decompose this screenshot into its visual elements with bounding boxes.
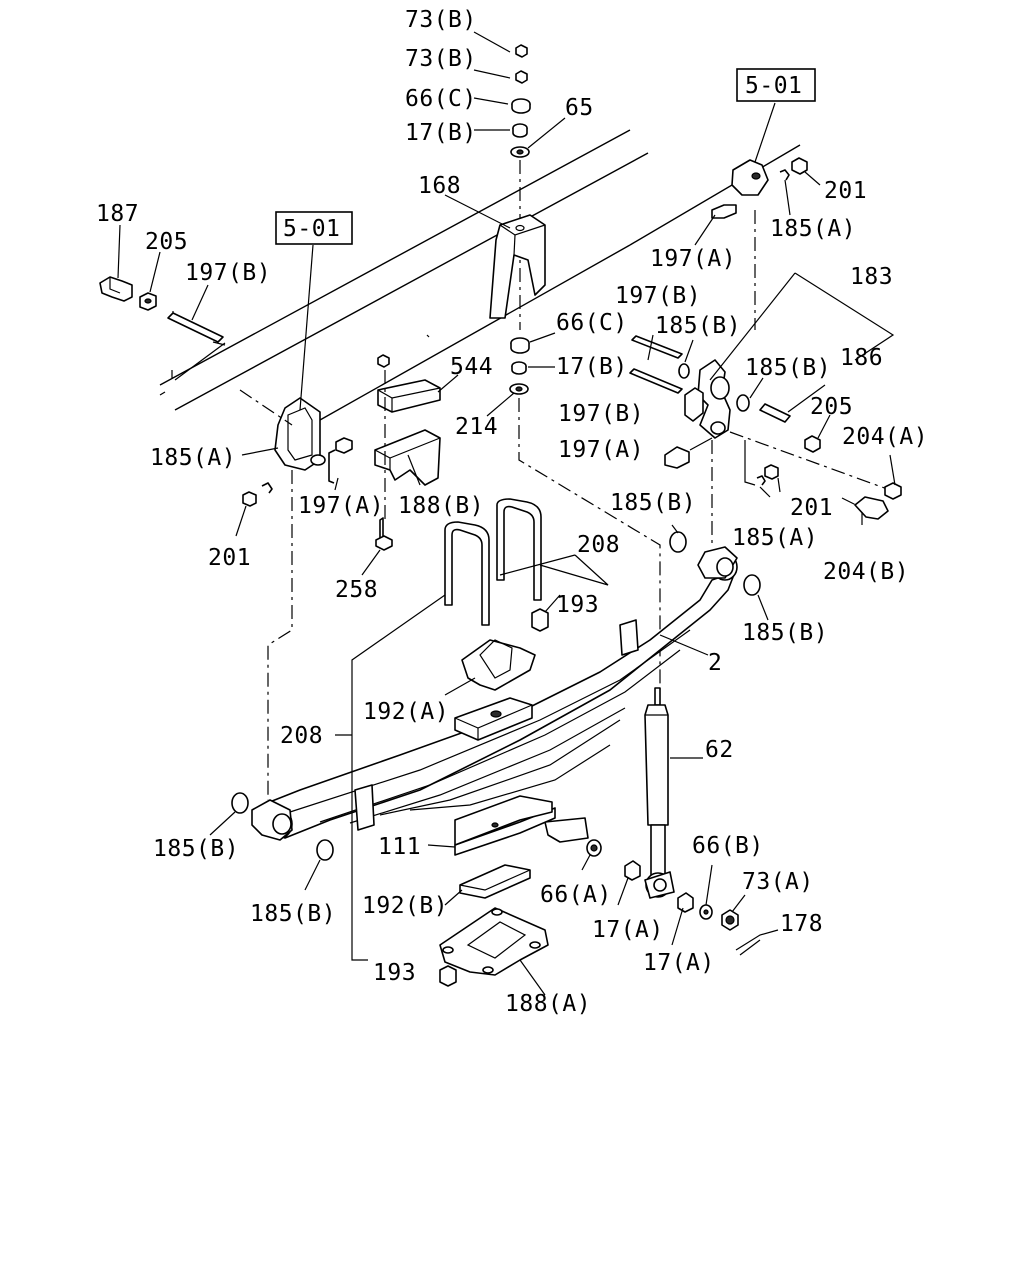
callout-168: 168 [418, 173, 461, 199]
leaf-spring [251, 546, 738, 841]
callout-65: 65 [565, 95, 594, 121]
callout-2: 2 [708, 650, 722, 676]
callout-197b-left: 197(B) [185, 260, 271, 286]
callout-197a-left: 197(A) [298, 493, 384, 519]
callout-62: 62 [705, 737, 734, 763]
callout-193-top: 193 [556, 592, 599, 618]
callout-201-left: 201 [208, 545, 251, 571]
callout-66c-top: 66(C) [405, 86, 477, 112]
callout-185a-left: 185(A) [150, 445, 236, 471]
callout-66b: 66(B) [692, 833, 764, 859]
callout-185b-far: 185(B) [742, 620, 828, 646]
callout-185a-right: 185(A) [732, 525, 818, 551]
callout-178: 178 [780, 911, 823, 937]
callout-17a-right: 17(A) [643, 950, 715, 976]
ref-5-01-left: 5-01 [283, 216, 340, 242]
callout-544: 544 [450, 354, 493, 380]
callout-258: 258 [335, 577, 378, 603]
callout-205-left: 205 [145, 229, 188, 255]
callout-185b-eye: 185(B) [153, 836, 239, 862]
ref-5-01-right: 5-01 [745, 73, 802, 99]
shock-absorber-62 [644, 687, 703, 899]
lower-mount-stack [486, 332, 661, 690]
callout-197a-top: 197(A) [650, 246, 736, 272]
frame-rail [159, 129, 801, 421]
upper-mount-stack [473, 31, 566, 330]
callout-197a-mid: 197(A) [558, 437, 644, 463]
callout-186: 186 [840, 345, 883, 371]
left-frame-hanger [235, 244, 353, 800]
callout-188b: 188(B) [398, 493, 484, 519]
spring-seat-192a [444, 639, 536, 741]
callout-183: 183 [850, 264, 893, 290]
right-frame-hanger [694, 102, 821, 330]
callout-208-left: 208 [280, 723, 323, 749]
callout-66c-mid: 66(C) [556, 310, 628, 336]
callout-185b-right: 185(B) [745, 355, 831, 381]
part-callout-labels: 73(B) 73(B) 66(C) 17(B) 65 168 187 205 1… [96, 7, 928, 1017]
callout-205-right: 205 [810, 394, 853, 420]
callout-185a-top: 185(A) [770, 216, 856, 242]
u-bolts [444, 498, 609, 632]
callout-73a: 73(A) [742, 869, 814, 895]
callout-204b: 204(B) [823, 559, 909, 585]
left-hanger-parts [99, 224, 226, 346]
callout-197b-low: 197(B) [558, 401, 644, 427]
rear-shackle-183 [629, 272, 902, 545]
shock-upper-bracket-168 [444, 194, 546, 319]
callout-192b: 192(B) [362, 893, 448, 919]
lower-shock-hardware [544, 817, 779, 956]
callout-204a: 204(A) [842, 424, 928, 450]
callout-197b-mid: 197(B) [615, 283, 701, 309]
callout-111: 111 [378, 834, 421, 860]
callout-185b-bottom: 185(B) [250, 901, 336, 927]
lower-plates [427, 795, 556, 996]
callout-214: 214 [455, 414, 498, 440]
callout-185b-shock: 185(B) [610, 490, 696, 516]
ref-box-5-01-right [736, 68, 816, 102]
callout-185b-mid: 185(B) [655, 313, 741, 339]
ref-box-5-01-left [275, 211, 353, 245]
callout-201-right: 201 [790, 495, 833, 521]
callout-17b-mid: 17(B) [556, 354, 628, 380]
callout-73b-top: 73(B) [405, 7, 477, 33]
callout-66a: 66(A) [540, 882, 612, 908]
callout-17a-left: 17(A) [592, 917, 664, 943]
callout-188a: 188(A) [505, 991, 591, 1017]
callout-193-bottom: 193 [373, 960, 416, 986]
callout-208-top: 208 [577, 532, 620, 558]
callout-73b: 73(B) [405, 46, 477, 72]
spacer-blocks [361, 354, 459, 576]
callout-201-top: 201 [824, 178, 867, 204]
callout-187: 187 [96, 201, 139, 227]
callout-192a: 192(A) [363, 699, 449, 725]
ubolt-guide-line [335, 594, 446, 961]
callout-17b-top: 17(B) [405, 120, 477, 146]
washers-185b [209, 524, 769, 891]
